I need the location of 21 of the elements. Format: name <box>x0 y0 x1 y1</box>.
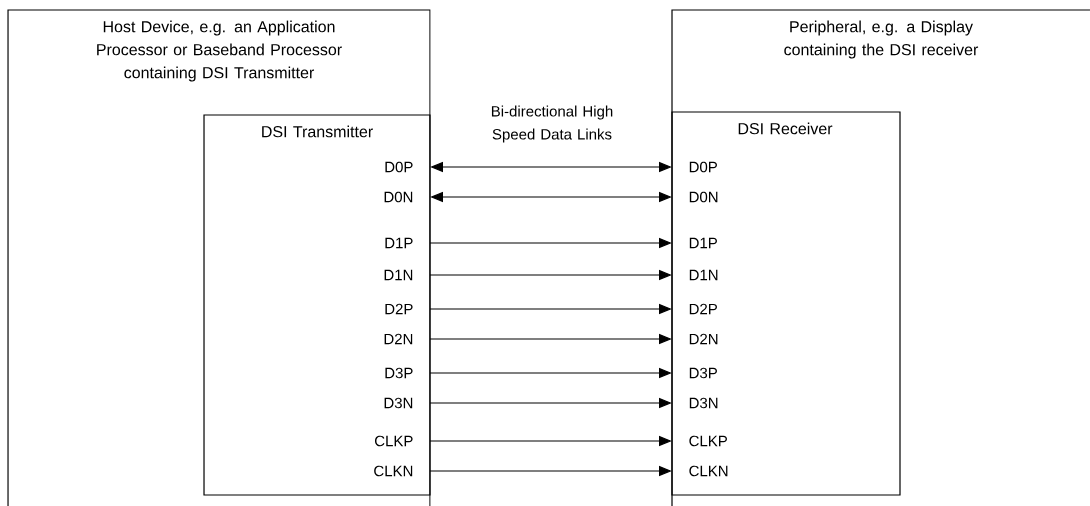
pin-label: D1N <box>384 269 413 281</box>
pin-label: D3P <box>385 367 413 379</box>
pin-label: CLKN <box>689 465 728 477</box>
pin-label: D0P <box>689 161 717 173</box>
pin-label: D3P <box>689 367 717 379</box>
pin-label: CLKP <box>689 435 727 447</box>
pin-label: D2P <box>689 303 717 315</box>
pin-label: D0N <box>384 191 413 203</box>
pin-label: D3N <box>689 397 718 409</box>
pin-label: D2P <box>385 303 413 315</box>
link-caption: Bi-directional High Speed Data Links <box>491 105 613 143</box>
pin-label: D1P <box>385 237 413 249</box>
pin-label: D1P <box>689 237 717 249</box>
pin-label: D3N <box>384 397 413 409</box>
pin-label: D0P <box>385 161 413 173</box>
pin-label: CLKN <box>374 465 413 477</box>
pin-label: D1N <box>689 269 718 281</box>
pin-label: D2N <box>384 333 413 345</box>
pin-label: CLKP <box>375 435 413 447</box>
pin-label: D0N <box>689 191 718 203</box>
pin-label: D2N <box>689 333 718 345</box>
